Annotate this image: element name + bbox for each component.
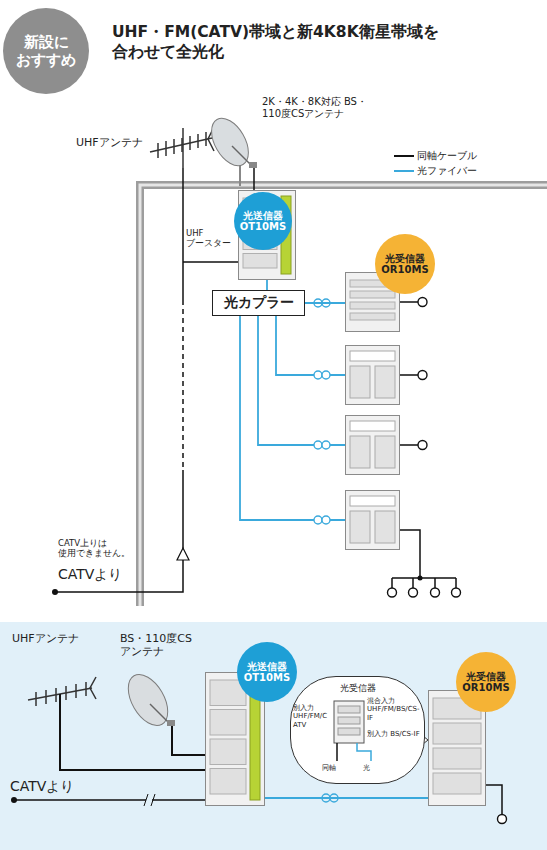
example-panel: [0, 622, 547, 850]
coax-cable: [182, 300, 184, 470]
device-panel: [433, 723, 481, 744]
device-panel: [210, 769, 246, 795]
optical-fiber-connector: [265, 797, 428, 799]
input-label: 別入力 BS/CS-IF: [367, 730, 422, 738]
device-name-circle: 光送信器 OT10MS: [237, 642, 297, 702]
coax-cable: [183, 261, 238, 263]
optical-fiber: [357, 743, 371, 761]
node-text: 光受信器 OR10MS: [378, 253, 432, 276]
optical-receiver: 光受信器 OR10MS: [428, 690, 486, 806]
cable-end-dot: [52, 589, 58, 595]
device-panel: [433, 773, 481, 794]
title: UHF・FM(CATV)帯域と新4K8K衛星帯域を合わせて全光化: [112, 22, 442, 62]
optical-fiber-connector: [266, 280, 268, 290]
uhf-antenna: [150, 127, 214, 168]
building-wall: [140, 185, 547, 606]
device-panel: [350, 291, 395, 298]
legend: 同軸ケーブル光ファイバー: [393, 148, 477, 178]
node-text: 光受信器 OR10MS: [459, 671, 513, 694]
node-text: 光送信器 OT10MS: [240, 661, 294, 684]
port-label: 同軸: [322, 764, 348, 772]
legend-sample: [393, 166, 417, 176]
bs-cs-dish: [204, 112, 257, 186]
device-name-circle: 光送信器 OT10MS: [234, 192, 292, 250]
node-text: 光送信器 OT10MS: [237, 210, 289, 233]
antenna-label: UHFアンテナ: [12, 632, 92, 645]
coax-cable: [55, 470, 183, 592]
legend-text: 光ファイバー: [417, 164, 477, 178]
device-name-circle: 光受信器 OR10MS: [375, 234, 435, 294]
source-label: CATVより: [58, 566, 150, 583]
antenna-label: 2K・4K・8K対応 BS・110度CSアンテナ: [262, 96, 374, 120]
coax-cable: [336, 743, 338, 761]
junction-dot: [418, 576, 423, 581]
source-label: CATVより: [10, 778, 102, 795]
coax-output: [392, 302, 456, 588]
legend-row: 光ファイバー: [393, 163, 477, 178]
cable-end-dot: [11, 797, 17, 803]
legend-line: [394, 155, 414, 157]
coax-cable: [253, 168, 255, 190]
input-label: 別入力 UHF/FM/CATV: [293, 704, 331, 729]
note: CATV上りは 使用できません。: [58, 538, 138, 558]
input-label: 混合入力 UHF/FM/BS/CS-IF: [367, 697, 422, 722]
coax-cable: [172, 726, 205, 755]
receiver-icon-panel: [338, 706, 360, 713]
legend-text: 同軸ケーブル: [417, 149, 477, 163]
receiver-icon-panel: [338, 717, 360, 724]
tv-outlet: [388, 298, 461, 598]
optical-receiver: [346, 491, 400, 550]
receiver-icon-panel: [338, 728, 360, 735]
legend-sample: [393, 151, 417, 161]
node-text: 光カプラー: [224, 294, 294, 312]
optical-transmitter: 光送信器 OT10MS: [205, 672, 265, 806]
node-text: 光受信器: [291, 682, 424, 695]
port-label: 光: [363, 764, 379, 772]
device-name-circle: 光受信器 OR10MS: [456, 652, 516, 712]
recommend-badge: 新設に おすすめ: [3, 8, 89, 94]
building-wall-inner: [140, 185, 547, 606]
tv-outlet: [498, 815, 507, 824]
optical-fiber-connector: [305, 302, 345, 304]
device-panel: [350, 313, 395, 320]
device-panel: [350, 302, 395, 309]
coax-cable: [14, 799, 205, 801]
coax-cable: [182, 168, 184, 300]
device-panel: [243, 254, 277, 269]
amplifier-symbol: [177, 548, 189, 560]
receiver-icon: [334, 701, 364, 743]
device-panel: [210, 739, 246, 765]
device-panel: [210, 710, 246, 736]
optical-receiver: [346, 346, 400, 405]
optical-fiber: [240, 316, 345, 520]
antenna-label: BS・110度CS アンテナ: [120, 632, 202, 658]
node-text: 新設に おすすめ: [9, 33, 83, 69]
device-panel: [433, 748, 481, 769]
optical-receiver: 光受信器 OR10MS: [345, 272, 400, 332]
antenna-label: UHFアンテナ: [76, 136, 148, 149]
coax-output: [486, 785, 502, 814]
legend-line: [394, 170, 414, 172]
bs-cs-dish: [120, 668, 176, 732]
uhf-antenna: [28, 677, 96, 706]
optical-transmitter: 光送信器 OT10MS: [238, 190, 296, 280]
fiber-coil: [314, 299, 330, 524]
optical-coupler: 光カプラー: [212, 290, 305, 316]
cable-break: [144, 794, 155, 806]
optical-receiver: [346, 416, 400, 475]
legend-row: 同軸ケーブル: [393, 148, 477, 163]
booster-label: UHF ブースター: [186, 228, 234, 248]
